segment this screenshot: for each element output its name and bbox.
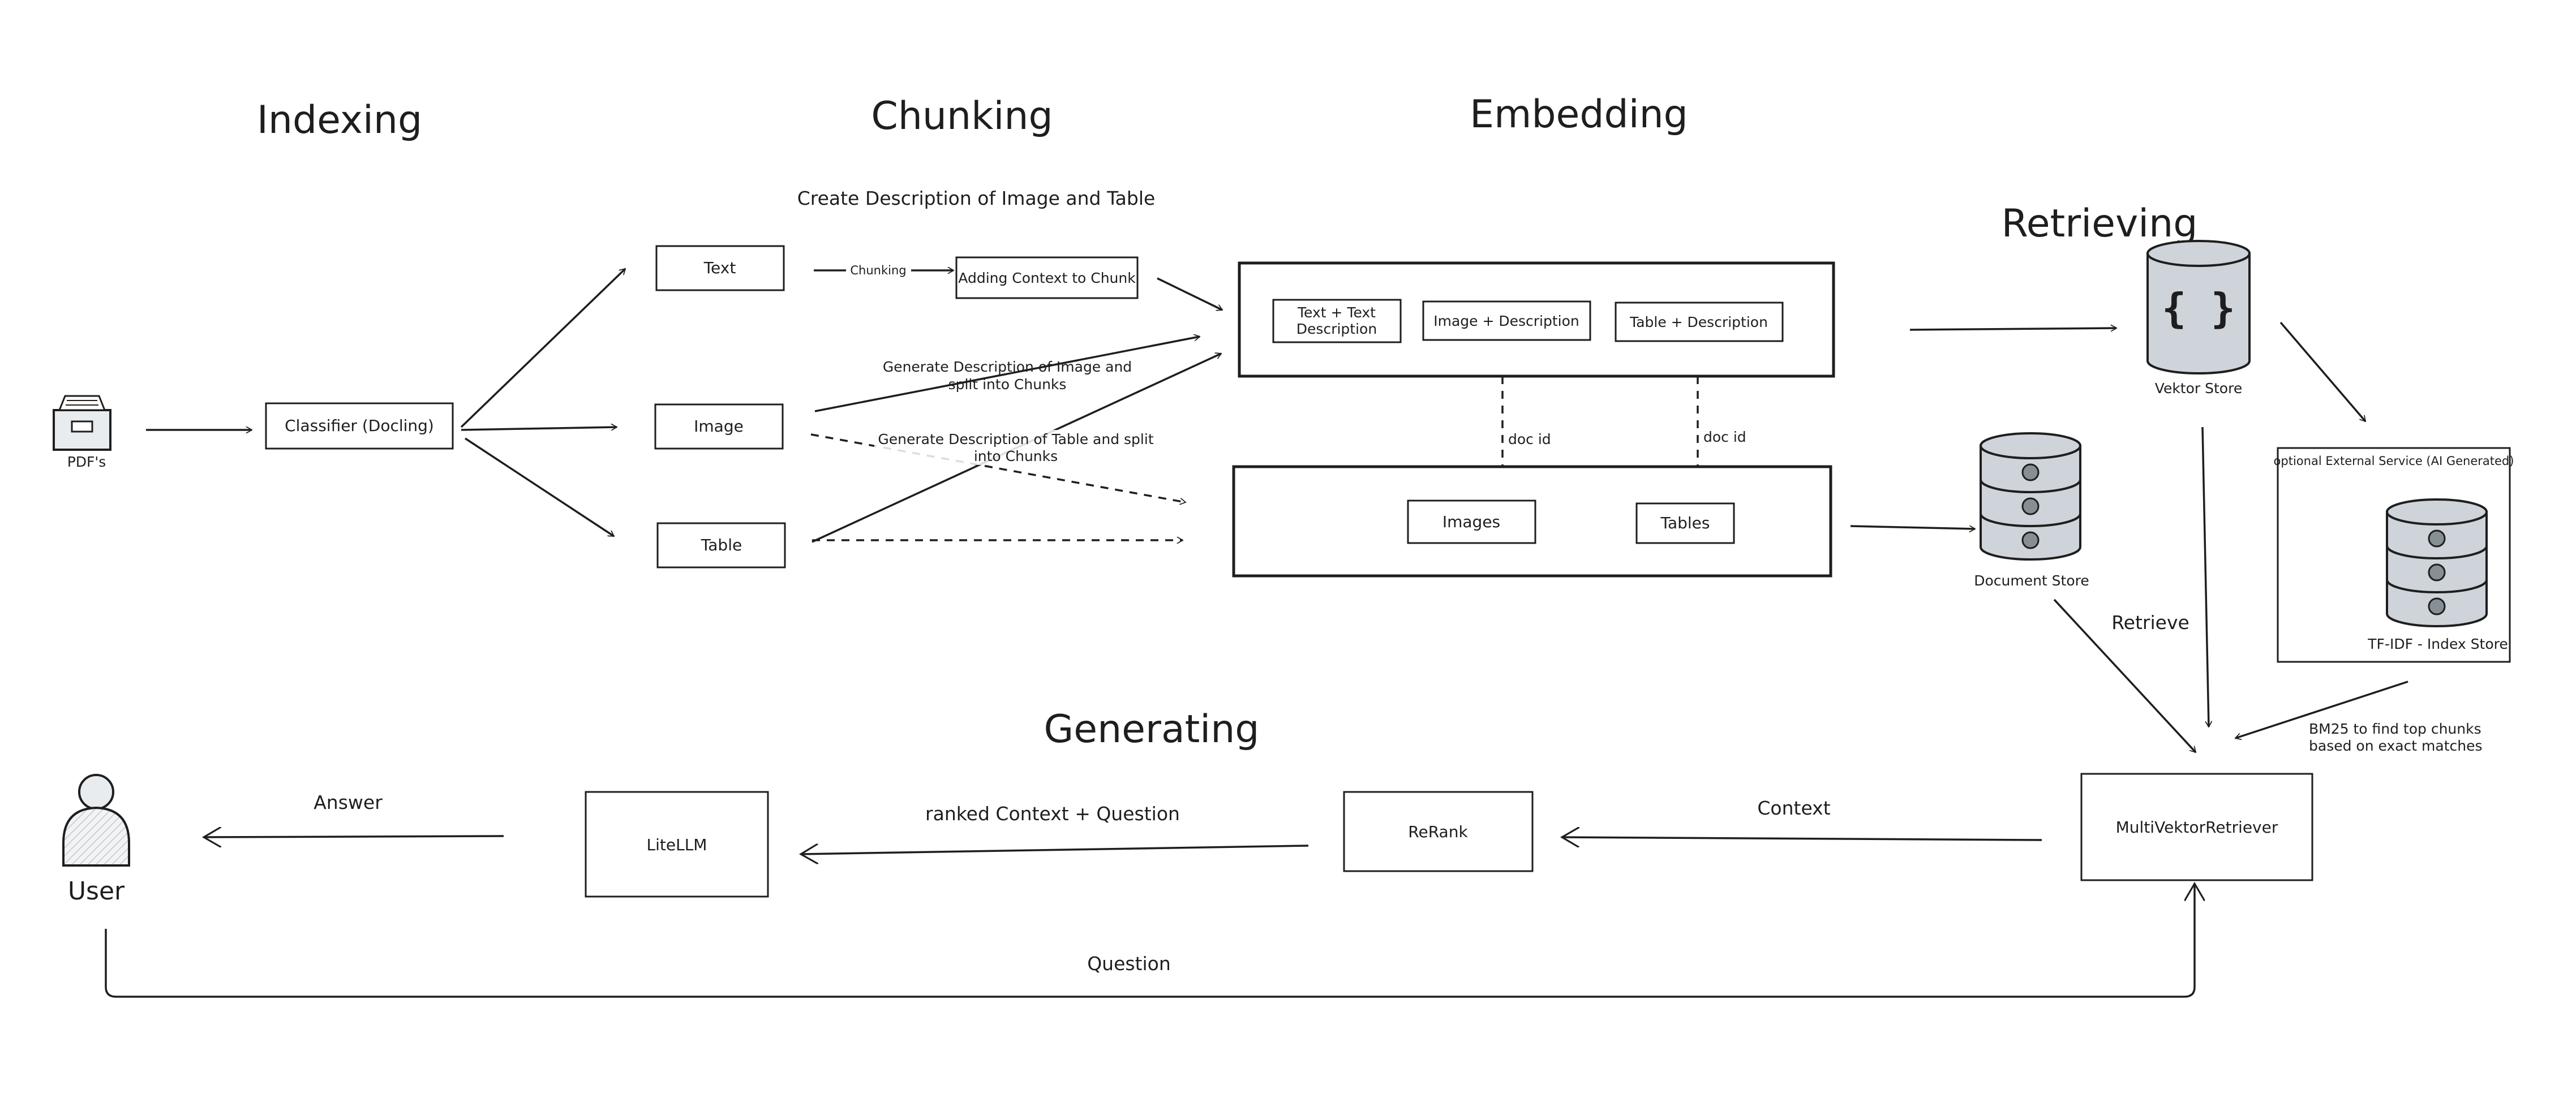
- arrow-vektor-store-to-tfidf: [2279, 321, 2367, 421]
- litellm-box: [585, 791, 769, 898]
- stage-title-chunking: Chunking: [871, 94, 1053, 139]
- table-box: [656, 522, 786, 568]
- text-box-label: Text: [703, 259, 736, 277]
- table-desc-line-1: Generate Description of Table and split: [878, 431, 1153, 447]
- image-description-box: [1422, 300, 1591, 341]
- pdfs-label: PDF's: [67, 454, 106, 470]
- table-desc-line-2: into Chunks: [974, 448, 1058, 464]
- arrow-document-store-to-retriever: [2053, 598, 2197, 752]
- table-desc-bg: [874, 430, 1157, 465]
- arrow-image-to-vector-group: [814, 337, 1200, 412]
- bm25-line-1: BM25 to find top chunks: [2309, 721, 2481, 737]
- arrow-litellm-to-user: [204, 836, 504, 837]
- text-box: [655, 245, 785, 291]
- doc-id-label-2: doc id: [1703, 429, 1746, 445]
- question-label: Question: [1087, 953, 1171, 975]
- chunking-heading: Create Description of Image and Table: [797, 187, 1156, 209]
- chunking-arrow-label: Chunking: [850, 264, 906, 277]
- images-box: [1407, 499, 1536, 544]
- user-label: User: [68, 877, 125, 906]
- arrow-vectors-to-vektor-store: [1909, 328, 2116, 330]
- ranked-context-label: ranked Context + Question: [925, 803, 1180, 825]
- multi-vektor-retriever-box: [2080, 773, 2313, 881]
- multi-vektor-retriever-label: MultiVektorRetriever: [2116, 818, 2278, 837]
- tables-box: [1635, 502, 1735, 544]
- vektor-store-label: Vektor Store: [2155, 380, 2242, 397]
- adding-context-box: [955, 256, 1139, 299]
- file-cabinet-icon: [53, 395, 111, 451]
- document-store-label: Document Store: [1974, 572, 2089, 589]
- text-description-line-2: Description: [1296, 321, 1377, 337]
- arrow-context-to-vector-group: [1157, 277, 1222, 310]
- stage-title-retrieving: Retrieving: [2002, 201, 2198, 246]
- stage-title-generating: Generating: [1044, 707, 1260, 752]
- images-label: Images: [1442, 512, 1500, 531]
- arrow-classifier-to-text: [460, 268, 625, 428]
- context-label: Context: [1757, 797, 1830, 819]
- chunking-label-bg: [846, 260, 911, 279]
- arrow-classifier-to-table: [465, 437, 614, 537]
- classifier-box: [265, 402, 454, 450]
- image-box-label: Image: [694, 417, 744, 436]
- stage-title-indexing: Indexing: [257, 98, 422, 143]
- doc-id-label-1: doc id: [1508, 431, 1551, 447]
- arrow-rerank-to-litellm: [801, 846, 1309, 854]
- table-description-label: Table + Description: [1629, 314, 1768, 330]
- vektor-store-database-icon: [2146, 240, 2251, 374]
- user-icon: [62, 774, 130, 867]
- tables-label: Tables: [1660, 514, 1710, 532]
- image-box: [654, 403, 784, 450]
- arrow-retriever-to-rerank: [1562, 837, 2042, 840]
- stage-title-embedding: Embedding: [1470, 92, 1688, 137]
- image-desc-line-2: split into Chunks: [948, 376, 1067, 393]
- arrow-user-question-to-retriever: [105, 884, 2195, 998]
- classifier-label: Classifier (Docling): [285, 416, 434, 435]
- tfidf-label: TF-IDF - Index Store: [2367, 636, 2508, 652]
- adding-context-label: Adding Context to Chunk: [958, 270, 1136, 286]
- arrow-tfidf-to-retriever: [2235, 680, 2408, 738]
- retrieve-label: Retrieve: [2111, 611, 2189, 634]
- litellm-label: LiteLLM: [647, 835, 707, 854]
- arrow-vektor-store-to-retriever: [2201, 427, 2209, 727]
- text-description-box: [1272, 299, 1402, 343]
- optional-service-label: optional External Service (AI Generated): [2274, 454, 2514, 468]
- bm25-line-2: based on exact matches: [2309, 738, 2483, 754]
- rerank-box: [1343, 791, 1534, 872]
- arrow-image-to-doc-group: [810, 433, 1186, 502]
- arrow-classifier-to-image: [461, 427, 617, 431]
- arrow-docs-to-document-store: [1850, 525, 1975, 529]
- image-description-label: Image + Description: [1433, 313, 1579, 329]
- table-description-box: [1615, 302, 1784, 342]
- braces-icon: { }: [2162, 285, 2235, 332]
- image-desc-line-1: Generate Description of Image and: [883, 359, 1132, 375]
- answer-label: Answer: [314, 791, 383, 813]
- document-store-database-icon: [1980, 432, 2081, 561]
- tfidf-database-icon: [2386, 498, 2488, 627]
- text-description-line-1: Text + Text: [1297, 304, 1376, 321]
- table-box-label: Table: [701, 536, 742, 554]
- rerank-label: ReRank: [1408, 822, 1468, 841]
